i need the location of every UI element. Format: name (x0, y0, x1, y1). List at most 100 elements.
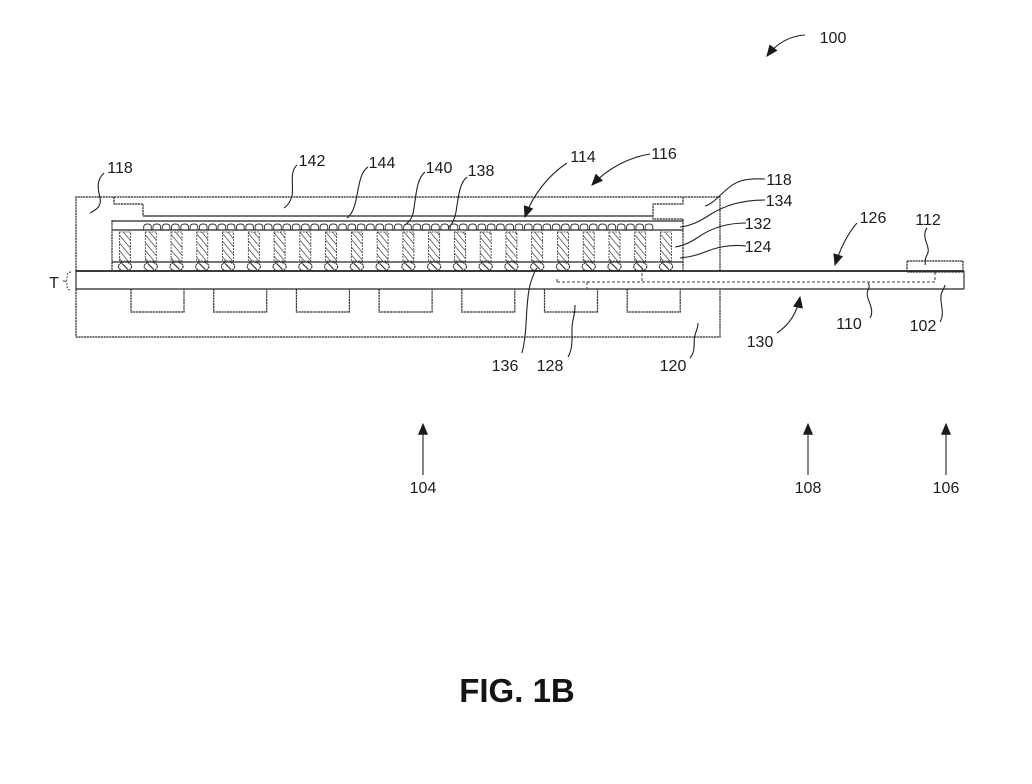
micro-bump (616, 223, 626, 230)
micro-bump (412, 223, 422, 230)
solder-ball-hatch (276, 263, 283, 270)
micro-bump (579, 223, 589, 230)
solder-ball-hatch (327, 263, 335, 270)
label-130: 130 (747, 334, 774, 351)
micro-bump (310, 223, 319, 230)
label-100: 100 (820, 30, 847, 47)
micro-bump (524, 223, 533, 230)
micro-bump (644, 223, 654, 230)
label-116: 116 (651, 146, 677, 163)
solder-ball (349, 261, 365, 272)
solder-ball-hatch (533, 263, 541, 270)
solder-ball (375, 261, 390, 272)
micro-bump (171, 223, 180, 230)
solder-ball-hatch (508, 263, 515, 270)
micro-bump (217, 223, 227, 230)
pillar (505, 231, 518, 262)
label-thickness-T: T (49, 275, 59, 292)
micro-bump (486, 223, 496, 230)
pad (130, 289, 185, 313)
solder-ball (530, 261, 545, 272)
solder-ball-hatch (173, 263, 180, 270)
solder-ball-hatch (250, 263, 258, 270)
pad (378, 289, 433, 313)
micro-bump (477, 223, 487, 230)
pillar (402, 231, 415, 262)
pillar (428, 231, 441, 262)
leader-134 (679, 199, 766, 228)
solder-ball-hatch (379, 263, 387, 270)
pillar (582, 231, 595, 262)
solder-ball-hatch (404, 263, 412, 270)
label-134: 134 (766, 193, 793, 210)
solder-ball-hatch (430, 263, 438, 270)
label-136: 136 (492, 358, 519, 375)
micro-bump (384, 223, 394, 230)
micro-bump (431, 223, 440, 230)
arrow-114 (523, 162, 568, 219)
label-132: 132 (745, 216, 772, 233)
pad (543, 289, 599, 313)
pillar (273, 231, 286, 262)
micro-bump (347, 223, 357, 230)
micro-bump (198, 223, 208, 230)
micro-bump (356, 223, 366, 230)
leader-142 (283, 164, 298, 209)
micro-bump-row-138 (143, 223, 654, 230)
leader-132 (674, 222, 747, 248)
solder-ball (323, 261, 339, 272)
label-140: 140 (426, 160, 453, 177)
label-106: 106 (933, 480, 960, 497)
micro-bump (291, 223, 301, 230)
label-118-left: 118 (107, 160, 133, 177)
leader-118-left (89, 172, 105, 214)
solder-ball-hatch (224, 263, 232, 270)
pillar (196, 231, 209, 262)
micro-bump (143, 223, 152, 230)
micro-bump (533, 223, 542, 230)
micro-bump (551, 223, 561, 230)
pad (461, 289, 516, 313)
leader-140 (404, 171, 426, 226)
label-128: 128 (537, 358, 564, 375)
solder-ball-hatch (301, 263, 309, 270)
pillar (531, 231, 544, 262)
micro-bump (607, 223, 617, 230)
solder-ball-hatch (611, 263, 618, 270)
micro-bump (421, 223, 431, 230)
pillar (454, 231, 466, 262)
solder-ball-hatch (585, 263, 593, 270)
solder-ball-hatch (559, 263, 567, 270)
arrow-126 (833, 222, 858, 267)
arrow-116 (591, 153, 651, 186)
pillar (634, 231, 647, 262)
micro-bump (440, 223, 449, 230)
solder-ball (504, 261, 519, 272)
micro-bump (459, 223, 468, 230)
pillar-row-132 (119, 231, 672, 262)
pillar (608, 231, 621, 262)
micro-bump (180, 223, 189, 230)
micro-bump (505, 223, 514, 230)
pillar (299, 231, 312, 262)
component-112 (906, 260, 964, 273)
micro-bump (254, 223, 264, 230)
micro-bump (245, 223, 254, 230)
micro-bump (263, 223, 273, 230)
micro-bump (319, 223, 329, 230)
solder-ball (555, 261, 571, 272)
micro-bump (236, 223, 245, 230)
solder-ball (143, 261, 158, 272)
leader-144 (346, 166, 369, 219)
leader-124 (679, 244, 747, 259)
thickness-brace-icon (62, 271, 72, 291)
solder-ball-hatch (147, 263, 155, 270)
pillar (479, 231, 492, 262)
leader-112 (924, 227, 929, 266)
base-120 (75, 289, 721, 338)
micro-bump (496, 223, 505, 230)
pad (213, 289, 268, 313)
pillar (119, 231, 131, 262)
label-112: 112 (915, 212, 941, 229)
